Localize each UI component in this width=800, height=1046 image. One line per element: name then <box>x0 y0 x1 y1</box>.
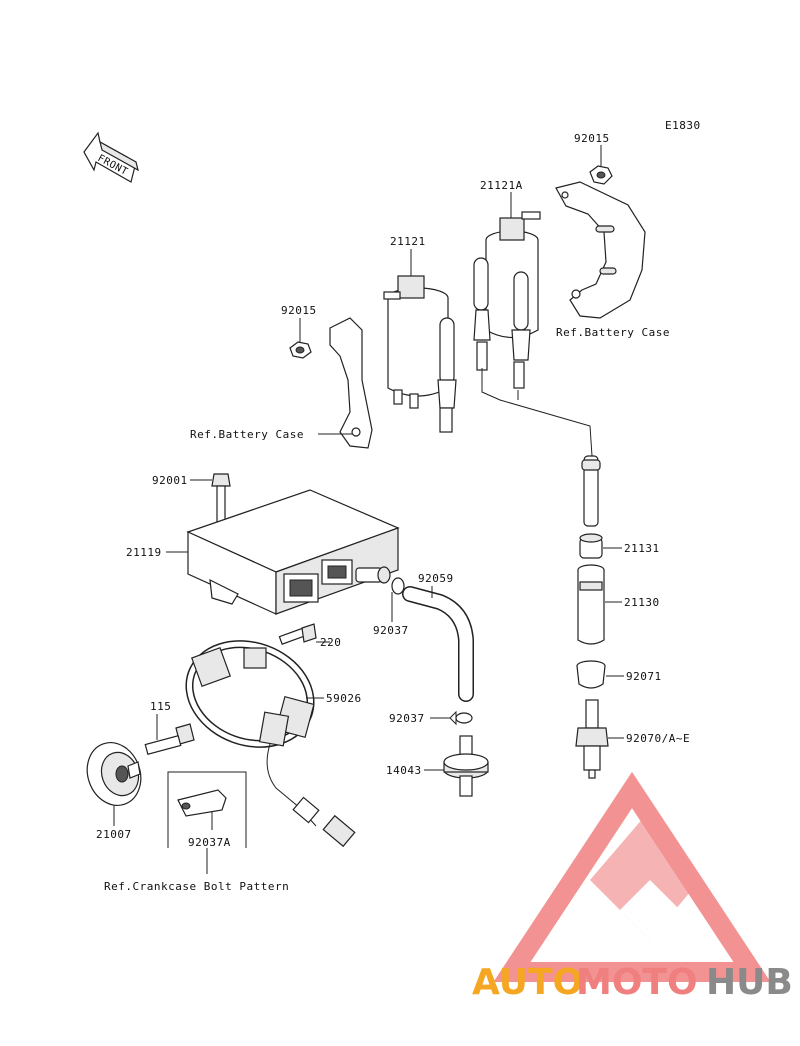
battery-case-bracket-right <box>555 181 646 319</box>
automotohub-wordmark: AUTO MOTO HUB <box>472 962 793 1003</box>
ref-bracket-box <box>167 771 247 848</box>
label-220: 220 <box>320 636 341 649</box>
label-92070: 92070/A~E <box>626 732 690 745</box>
label-92059: 92059 <box>418 572 454 585</box>
label-92037-b: 92037 <box>389 712 425 725</box>
spark-plug-92070 <box>575 699 609 779</box>
label-59026: 59026 <box>326 692 362 705</box>
damper-14043 <box>443 735 489 797</box>
front-arrow-icon: FRONT <box>83 131 139 183</box>
label-92037-a: 92037 <box>373 624 409 637</box>
label-21131: 21131 <box>624 542 660 555</box>
seal-21131 <box>579 533 603 559</box>
automotohub-logo <box>493 771 771 982</box>
label-21130: 21130 <box>624 596 660 609</box>
igniter-21119 <box>186 489 400 615</box>
label-115: 115 <box>150 700 171 713</box>
cap-92071 <box>576 660 606 689</box>
label-92015-left: 92015 <box>281 304 317 317</box>
rotor-21007 <box>86 742 142 806</box>
label-21007: 21007 <box>96 828 132 841</box>
label-92015-top: 92015 <box>574 132 610 145</box>
clip-92037-a <box>391 577 405 595</box>
label-ref-battery-case-left: Ref.Battery Case <box>190 428 304 441</box>
wordmark-hub: HUB <box>706 962 793 1003</box>
label-92071: 92071 <box>626 670 662 683</box>
label-14043: 14043 <box>386 764 422 777</box>
plug-lead-end <box>581 455 601 527</box>
label-21119: 21119 <box>126 546 162 559</box>
clip-92037-b <box>449 710 473 726</box>
bolt-220 <box>278 623 317 645</box>
wordmark-auto: AUTO <box>472 962 583 1003</box>
hose-92059 <box>402 586 474 702</box>
ignition-coil-21121A <box>473 211 541 389</box>
diagram-code: E1830 <box>665 119 701 132</box>
label-ref-crankcase: Ref.Crankcase Bolt Pattern <box>104 880 289 893</box>
battery-case-bracket-left <box>329 317 373 449</box>
label-92001: 92001 <box>152 474 188 487</box>
label-ref-battery-case-right: Ref.Battery Case <box>556 326 670 339</box>
nut-92015-top <box>589 165 613 185</box>
label-92037A: 92037A <box>188 836 231 849</box>
ignition-coil-21121 <box>383 275 457 433</box>
pulser-coil-59026 <box>185 640 356 848</box>
wordmark-moto: MOTO <box>576 962 698 1003</box>
hose-fitting <box>355 566 391 584</box>
label-21121: 21121 <box>390 235 426 248</box>
nut-92015-left <box>289 341 312 359</box>
plug-cap-21130 <box>577 564 605 645</box>
plate-92037A <box>177 789 227 817</box>
bolt-115 <box>144 723 195 755</box>
label-21121A: 21121A <box>480 179 523 192</box>
